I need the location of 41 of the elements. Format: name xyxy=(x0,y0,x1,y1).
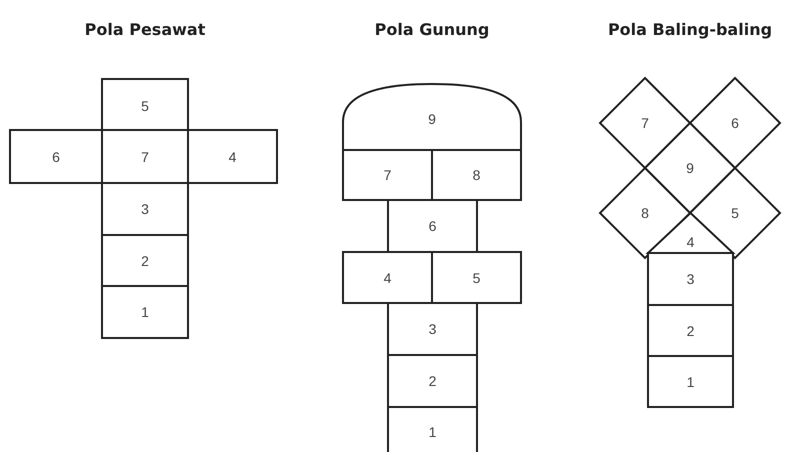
cell-number: 5 xyxy=(472,270,482,286)
cell-number: 1 xyxy=(140,304,150,320)
cell-number: 7 xyxy=(640,115,650,131)
cell-number: 5 xyxy=(730,205,740,221)
cell-number: 7 xyxy=(382,167,392,183)
hopscotch-square xyxy=(10,130,102,183)
hopscotch-square xyxy=(102,183,188,235)
cell-number: 4 xyxy=(686,234,696,250)
cell-number: 3 xyxy=(428,321,438,337)
hopscotch-square xyxy=(648,305,733,356)
cell-number: 2 xyxy=(428,373,438,389)
hopscotch-square xyxy=(388,303,477,355)
hopscotch-square xyxy=(102,79,188,132)
cell-number: 4 xyxy=(228,148,238,164)
cell-number: 1 xyxy=(686,374,696,390)
hopscotch-square xyxy=(648,356,733,407)
cell-number: 6 xyxy=(730,115,740,131)
cell-number: 3 xyxy=(686,271,696,287)
cell-number: 5 xyxy=(140,98,150,114)
pattern-title: Pola Pesawat xyxy=(84,20,206,39)
cell-number: 7 xyxy=(140,148,150,164)
pattern-title: Pola Gunung xyxy=(374,20,490,39)
hopscotch-square xyxy=(102,235,188,286)
cell-number: 6 xyxy=(51,148,61,164)
hopscotch-square xyxy=(388,200,477,252)
cell-number: 2 xyxy=(140,252,150,268)
hopscotch-square xyxy=(188,130,277,183)
cell-number: 9 xyxy=(685,160,695,176)
pattern-title: Pola Baling-baling xyxy=(606,20,774,39)
cell-number: 8 xyxy=(640,205,650,221)
cell-number: 1 xyxy=(428,424,438,440)
cell-number: 6 xyxy=(428,218,438,234)
cell-number: 9 xyxy=(427,111,437,127)
cell-number: 3 xyxy=(140,201,150,217)
hopscotch-square xyxy=(102,286,188,338)
cell-number: 2 xyxy=(686,322,696,338)
hopscotch-dome xyxy=(343,84,521,150)
cell-number: 4 xyxy=(382,270,392,286)
cell-number: 8 xyxy=(472,167,482,183)
hopscotch-square xyxy=(648,253,733,305)
hopscotch-square xyxy=(388,355,477,407)
